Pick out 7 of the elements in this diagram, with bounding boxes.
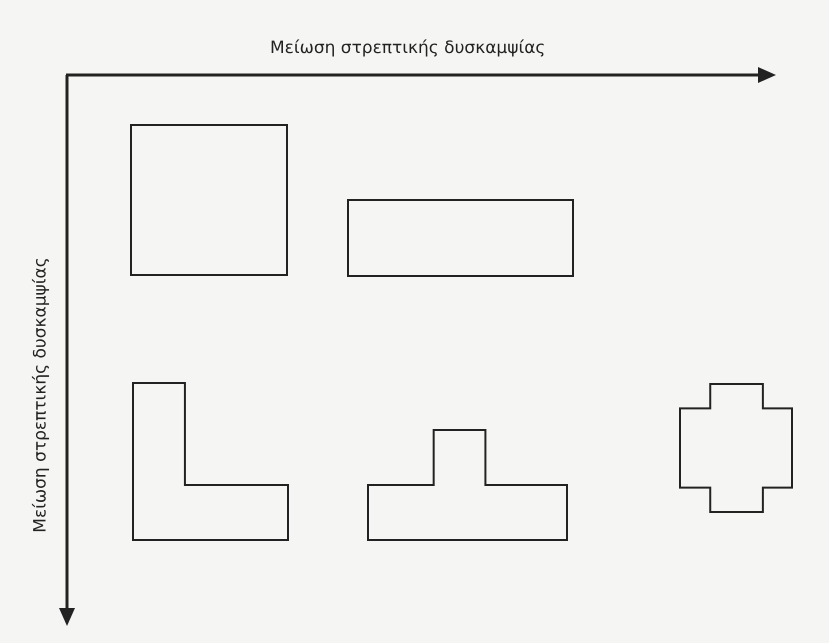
rectangle-outline bbox=[130, 124, 288, 276]
l-shape-outline bbox=[132, 382, 289, 541]
cross-shape-outline bbox=[679, 383, 793, 513]
rectangle-outline bbox=[347, 199, 574, 277]
axis-label: Μείωση στρεπτικής δυσκαμψίας bbox=[270, 38, 546, 58]
axis-label: Μείωση στρεπτικής δυσκαμψίας bbox=[30, 257, 50, 533]
t-shape-outline bbox=[367, 429, 568, 541]
